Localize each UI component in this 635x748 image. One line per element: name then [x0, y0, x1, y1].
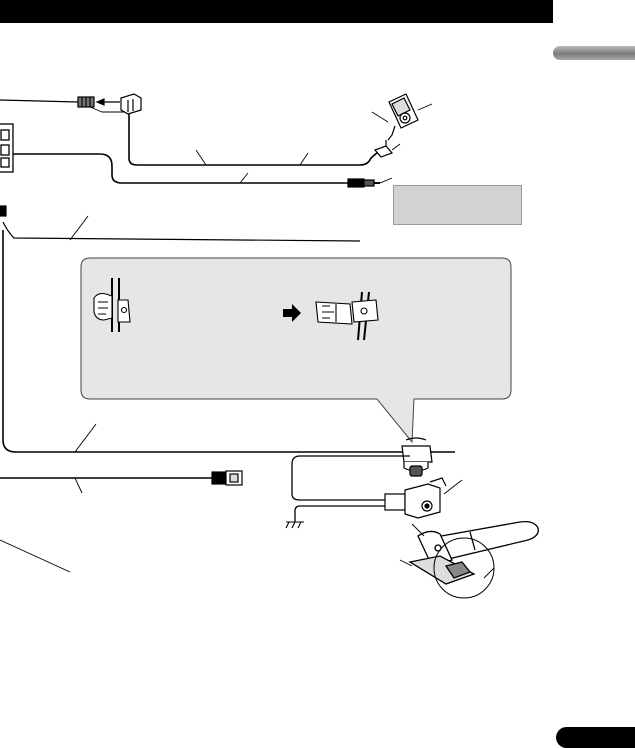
note-box: [393, 185, 522, 225]
switch-leader: [443, 479, 463, 495]
ipod-leader-right: [417, 103, 433, 111]
power-wire-leader: [69, 215, 89, 241]
power-wire: [0, 205, 361, 242]
connector-leader-lines: [89, 106, 125, 113]
parking-brake-wire-leader: [74, 423, 97, 453]
ipod-leader-left: [371, 111, 389, 123]
parking-brake-wire: [2, 230, 410, 453]
header-bar: [0, 0, 553, 23]
bottom-left-leader: [0, 539, 71, 573]
clamp-step-1: [93, 278, 131, 332]
lever-leader-left: [399, 559, 413, 567]
lever-leader-top: [411, 523, 425, 537]
ipod-icon: [387, 93, 419, 141]
wire-clamp: [401, 437, 433, 477]
ground-wire: [291, 455, 410, 501]
clamp-callout: [80, 257, 512, 444]
handbrake-lever-icon: [408, 520, 539, 585]
ip-bus-connector: [77, 96, 120, 108]
aux-cable-leader: [239, 172, 249, 184]
aux-cable: [13, 153, 348, 184]
arrow-right-icon: [283, 304, 301, 322]
ipod-cable-leader-1: [195, 149, 207, 166]
ground-symbol-icon: [285, 521, 304, 529]
lever-leader-right: [483, 567, 495, 579]
adapter-leader: [391, 143, 401, 151]
page-number-badge: [556, 727, 635, 748]
section-tab: [553, 46, 635, 60]
clamp-step-2: [315, 291, 379, 341]
lower-cable-leader: [74, 477, 83, 494]
ipod-cable: [128, 114, 379, 166]
ip-bus-plug: [120, 93, 142, 115]
lower-plug: [211, 470, 243, 486]
parking-brake-switch: [384, 477, 447, 519]
rca-plug-icon: [347, 177, 393, 188]
ground-wire-2: [294, 505, 390, 522]
ipod-cable-leader-2: [299, 152, 309, 166]
ipod-dock-adapter: [373, 140, 394, 158]
head-unit-edge: [0, 99, 79, 173]
